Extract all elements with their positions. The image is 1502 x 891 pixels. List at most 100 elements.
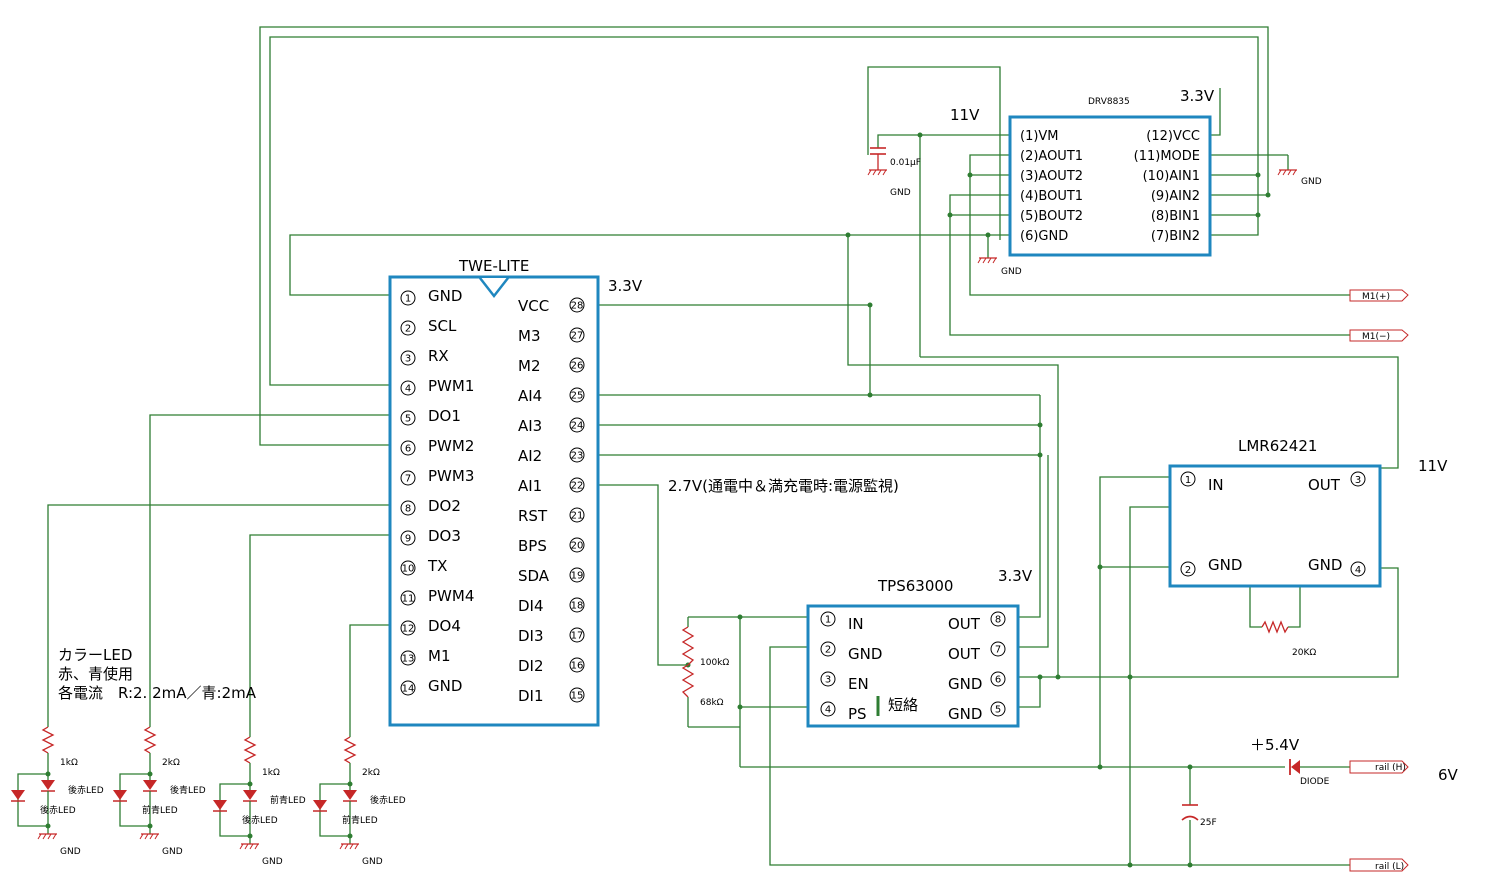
port-rail-l: rail (L) [1349,858,1409,872]
svg-text:AI4: AI4 [518,387,542,405]
lmr62421-out-label: 11V [1418,457,1448,475]
wires [47,26,1399,866]
svg-text:1: 1 [825,615,831,626]
twelite-title: TWE-LITE [458,257,529,275]
svg-text:14: 14 [402,684,415,695]
svg-text:RST: RST [518,507,548,525]
led-label-a: 後赤LED [68,784,104,796]
lmr-pin-1: 1 IN [1180,471,1224,494]
svg-text:VCC: VCC [518,297,549,315]
svg-text:2: 2 [1185,565,1191,576]
led-label-a: 後赤LED [370,794,406,806]
svg-text:23: 23 [571,451,584,462]
plus54-label: ＋5.4V [1250,736,1300,754]
svg-text:7: 7 [405,474,411,485]
gnd-label-cap: GND [890,188,911,198]
svg-text:3: 3 [405,354,411,365]
twelite-pin-24: 24 AI3 [518,417,585,435]
svg-text:26: 26 [571,361,584,372]
twelite-pin-26: 26 M2 [518,357,585,375]
svg-text:16: 16 [571,661,584,672]
led-note: カラーLED 赤、青使用 各電流 R:2. 2mA／青:2mA [58,646,257,702]
svg-text:RX: RX [428,347,449,365]
drv8835-supply: 3.3V [1180,87,1215,105]
gnd-label: GND [362,857,383,867]
led-label-b: 後赤LED [242,814,278,826]
tps63000-title: TPS63000 [877,577,953,595]
svg-text:GND: GND [948,675,982,693]
svg-text:GND: GND [1308,556,1342,574]
svg-text:DI3: DI3 [518,627,544,645]
led-resistor-label: 2kΩ [162,758,180,768]
drv8835-title: DRV8835 [1088,97,1130,107]
svg-text:5: 5 [995,705,1001,716]
twelite-supply: 3.3V [608,277,643,295]
led-label-a: 後青LED [170,784,206,796]
svg-text:GND: GND [1208,556,1242,574]
led-note-1: カラーLED [58,646,132,664]
svg-text:4: 4 [825,705,831,716]
tps63000-supply: 3.3V [998,567,1033,585]
drv8835-left-pins: (1)VM(2)AOUT1(3)AOUT2(4)BOUT1(5)BOUT2(6)… [1020,129,1083,244]
svg-text:M2: M2 [518,357,541,375]
six-v-label: 6V [1438,766,1459,784]
svg-text:IN: IN [848,615,864,633]
drv-right-pin-11: (11)MODE [1134,149,1200,164]
gnd-drv-pin6: GND [977,257,1022,277]
lmr62421-title: LMR62421 [1238,437,1317,455]
svg-text:DO4: DO4 [428,617,461,635]
svg-text:18: 18 [571,601,584,612]
drv-right-pin-8: (8)BIN1 [1151,209,1200,224]
drv-right-pin-7: (7)BIN2 [1151,229,1200,244]
svg-text:10: 10 [402,564,415,575]
port-m1-minus-label: M1(−) [1362,332,1390,342]
twelite-pin-7: 7 PWM3 [400,467,474,486]
gnd-symbol [239,843,260,850]
svg-text:AI3: AI3 [518,417,542,435]
svg-text:DO2: DO2 [428,497,461,515]
svg-text:11: 11 [402,594,415,605]
svg-text:4: 4 [405,384,411,395]
resistor-100k: 100kΩ [681,626,729,668]
drv-right-pin-9: (9)AIN2 [1151,189,1200,204]
svg-text:24: 24 [571,421,584,432]
svg-text:PWM3: PWM3 [428,467,474,485]
svg-text:2: 2 [825,645,831,656]
led-note-3: 各電流 R:2. 2mA／青:2mA [58,684,257,702]
svg-text:8: 8 [405,504,411,515]
gnd-symbol [339,843,360,850]
svg-text:2: 2 [405,324,411,335]
gnd-symbol [37,833,58,840]
svg-text:1: 1 [1185,475,1191,486]
svg-text:M1: M1 [428,647,451,665]
svg-text:8: 8 [995,615,1001,626]
drv8835-vm-label: 11V [950,106,980,124]
rail-l-label: rail (L) [1375,862,1404,872]
svg-text:3: 3 [825,675,831,686]
gnd-drv-mode: GND [1277,169,1322,187]
gnd-label: GND [262,857,283,867]
gnd-label: GND [60,847,81,857]
led-resistor-label: 2kΩ [362,768,380,778]
tps-short-label: 短絡 [888,696,918,714]
r68k-label: 68kΩ [700,698,724,708]
